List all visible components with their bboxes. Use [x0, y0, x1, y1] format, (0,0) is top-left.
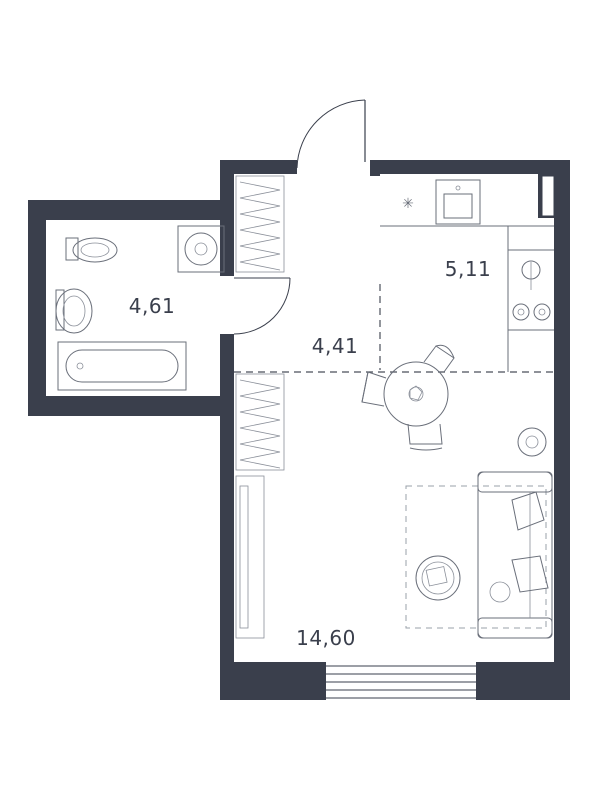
bathroom-top-wall: [28, 200, 234, 220]
bathroom-left-wall: [28, 200, 46, 416]
chair-bottom: [407, 423, 443, 451]
wardrobe-upper: [235, 175, 285, 273]
rug-area: [405, 485, 547, 629]
bathroom-bottom-wall: [28, 396, 234, 416]
bathroom-area-label: 4,61: [129, 294, 176, 318]
bottom-right-wall: [476, 662, 570, 700]
kitchen-area-label: 5,11: [445, 257, 492, 281]
washing-machine: [177, 225, 225, 273]
hall-left-upper-wall: [220, 160, 234, 276]
hall-left-mid-wall: [220, 334, 234, 416]
dining-table: [383, 361, 449, 427]
washbasin: [55, 288, 93, 334]
bathtub: [57, 341, 187, 391]
chair-left: [361, 371, 387, 407]
door-jamb: [370, 160, 380, 176]
plant-ring: [517, 427, 547, 457]
fridge-icon: ✳: [402, 196, 414, 212]
sofa: [477, 471, 553, 639]
sink: [435, 179, 481, 225]
stove: [512, 260, 551, 321]
coffee-table: [415, 555, 461, 601]
hall-area-label: 4,41: [312, 334, 359, 358]
kitchen-counter: [380, 225, 554, 372]
living-left-wall: [220, 416, 234, 700]
right-wall: [554, 160, 570, 700]
niche: [541, 175, 555, 217]
bathroom-door: [233, 277, 291, 335]
wardrobe-lower: [235, 373, 285, 471]
hall-mirror-cabinet: [235, 475, 265, 639]
entrance-door: [296, 99, 366, 169]
hall-top-left-wall: [220, 160, 297, 174]
toilet: [65, 237, 118, 263]
bottom-window: [226, 665, 560, 699]
living-area-label: 14,60: [296, 626, 356, 650]
kitchen-top-wall: [370, 160, 570, 174]
svg-text:✳: ✳: [402, 196, 414, 212]
chair-top: [423, 344, 455, 373]
bottom-left-wall: [220, 662, 326, 700]
